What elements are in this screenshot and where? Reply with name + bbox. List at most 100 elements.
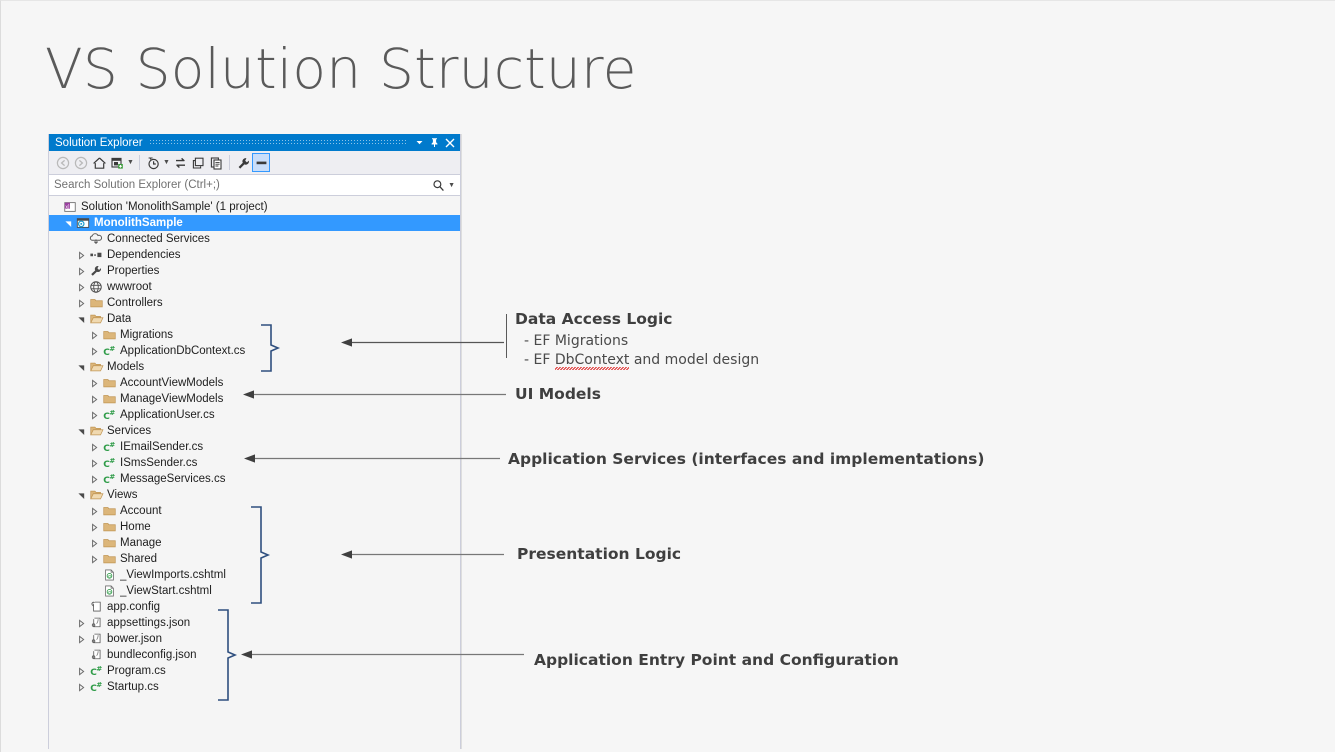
tree-item-viewimports-cshtml[interactable]: @_ViewImports.cshtml: [49, 567, 460, 583]
expander-expanded-icon[interactable]: [75, 423, 88, 439]
tree-item-applicationuser-cs[interactable]: C#ApplicationUser.cs: [49, 407, 460, 423]
expander-collapsed-icon[interactable]: [75, 279, 88, 295]
tree-item-app-config[interactable]: app.config: [49, 599, 460, 615]
collapse-all-icon[interactable]: [189, 153, 207, 172]
solution-explorer-panel: Solution Explorer: [48, 134, 461, 752]
tree-item-ismssender-cs[interactable]: C#ISmsSender.cs: [49, 455, 460, 471]
tree-item-controllers[interactable]: Controllers: [49, 295, 460, 311]
search-dropdown-caret[interactable]: ▼: [448, 181, 455, 189]
solution-explorer-toolbar: ▼ ▼: [49, 151, 460, 175]
preview-selected-items-icon[interactable]: [252, 153, 270, 172]
folder-icon: [101, 391, 117, 407]
search-bar[interactable]: ▼: [49, 175, 460, 196]
home-icon[interactable]: [90, 153, 108, 172]
expander-collapsed-icon[interactable]: [75, 263, 88, 279]
csharp-icon: C#: [103, 408, 115, 422]
pin-icon[interactable]: [427, 135, 442, 150]
svg-text:@: @: [107, 573, 111, 578]
tree-item-program-cs[interactable]: C#Program.cs: [49, 663, 460, 679]
arrow-entry-point: [241, 650, 524, 659]
tree-item-iemailsender-cs[interactable]: C#IEmailSender.cs: [49, 439, 460, 455]
solution-tree[interactable]: x]Solution 'MonolithSample' (1 project)M…: [49, 196, 460, 752]
csharp-icon: C#: [103, 472, 115, 486]
tree-item-shared[interactable]: Shared: [49, 551, 460, 567]
new-folder-dropdown-caret[interactable]: ▼: [127, 159, 134, 166]
tree-item-properties[interactable]: Properties: [49, 263, 460, 279]
connected-icon: [88, 231, 104, 247]
tree-item-migrations[interactable]: Migrations: [49, 327, 460, 343]
expander-collapsed-icon[interactable]: [88, 375, 101, 391]
search-icon[interactable]: [432, 179, 445, 192]
tree-item-label: Manage: [120, 537, 162, 549]
expander-collapsed-icon[interactable]: [88, 471, 101, 487]
expander-collapsed-icon[interactable]: [88, 391, 101, 407]
tree-item-account[interactable]: Account: [49, 503, 460, 519]
tree-item-wwwroot[interactable]: wwwroot: [49, 279, 460, 295]
expander-collapsed-icon[interactable]: [88, 343, 101, 359]
expander-collapsed-icon[interactable]: [75, 631, 88, 647]
arrow-ui-models: [243, 390, 506, 399]
tree-item-views[interactable]: Views: [49, 487, 460, 503]
expander-collapsed-icon[interactable]: [88, 551, 101, 567]
expander-expanded-icon[interactable]: [62, 215, 75, 231]
properties-wrench-icon[interactable]: [234, 153, 252, 172]
expander-collapsed-icon[interactable]: [75, 679, 88, 695]
sync-with-active-document-icon[interactable]: [171, 153, 189, 172]
expander-collapsed-icon[interactable]: [88, 455, 101, 471]
tree-item-applicationdbcontext-cs[interactable]: C#ApplicationDbContext.cs: [49, 343, 460, 359]
expander-collapsed-icon[interactable]: [75, 615, 88, 631]
forward-icon[interactable]: [72, 153, 90, 172]
tree-item-label: Shared: [120, 553, 158, 565]
tree-item-home[interactable]: Home: [49, 519, 460, 535]
expander-collapsed-icon[interactable]: [88, 503, 101, 519]
tree-item-label: Home: [120, 521, 151, 533]
expander-collapsed-icon[interactable]: [75, 295, 88, 311]
close-icon[interactable]: [442, 135, 457, 150]
bullet-text-before: - EF: [524, 352, 555, 368]
expander-collapsed-icon[interactable]: [75, 247, 88, 263]
tree-item-models[interactable]: Models: [49, 359, 460, 375]
folderopen-icon: [88, 423, 104, 439]
new-folder-icon[interactable]: [108, 153, 126, 172]
pending-changes-filter-icon[interactable]: [144, 153, 162, 172]
show-all-files-icon[interactable]: [207, 153, 225, 172]
annotation-bullet-ef-dbcontext: - EF DbContext and model design: [524, 352, 759, 372]
search-input[interactable]: [54, 179, 433, 191]
annotation-title-presentation-logic: Presentation Logic: [517, 545, 682, 563]
tree-item-label: appsettings.json: [107, 617, 191, 629]
pending-changes-dropdown-caret[interactable]: ▼: [163, 159, 170, 166]
folder-icon: [101, 327, 117, 343]
annotation-title-ui-models: UI Models: [515, 385, 601, 403]
tree-item-messageservices-cs[interactable]: C#MessageServices.cs: [49, 471, 460, 487]
tree-item-startup-cs[interactable]: C#Startup.cs: [49, 679, 460, 695]
tree-item-dependencies[interactable]: Dependencies: [49, 247, 460, 263]
tree-item-manageviewmodels[interactable]: ManageViewModels: [49, 391, 460, 407]
titlebar-grip: [148, 139, 406, 146]
tree-item-monolithsample[interactable]: MonolithSample: [49, 215, 460, 231]
expander-collapsed-icon[interactable]: [88, 535, 101, 551]
tree-item-solution-monolithsample-1-project[interactable]: x]Solution 'MonolithSample' (1 project): [49, 199, 460, 215]
callout-vline-data-access: [506, 314, 507, 358]
tree-item-accountviewmodels[interactable]: AccountViewModels: [49, 375, 460, 391]
tree-item-viewstart-cshtml[interactable]: @_ViewStart.cshtml: [49, 583, 460, 599]
chevron-down-icon[interactable]: [412, 135, 427, 150]
expander-expanded-icon[interactable]: [75, 359, 88, 375]
tree-item-label: AccountViewModels: [120, 377, 224, 389]
expander-collapsed-icon[interactable]: [75, 663, 88, 679]
tree-item-services[interactable]: Services: [49, 423, 460, 439]
expander-collapsed-icon[interactable]: [88, 327, 101, 343]
back-icon[interactable]: [54, 153, 72, 172]
json-icon: J: [88, 615, 104, 631]
expander-collapsed-icon[interactable]: [88, 407, 101, 423]
expander-collapsed-icon[interactable]: [88, 439, 101, 455]
page-title: VS Solution Structure: [45, 37, 637, 101]
expander-expanded-icon[interactable]: [75, 311, 88, 327]
tree-item-manage[interactable]: Manage: [49, 535, 460, 551]
tree-item-connected-services[interactable]: Connected Services: [49, 231, 460, 247]
expander-expanded-icon[interactable]: [75, 487, 88, 503]
tree-item-data[interactable]: Data: [49, 311, 460, 327]
expander-collapsed-icon[interactable]: [88, 519, 101, 535]
